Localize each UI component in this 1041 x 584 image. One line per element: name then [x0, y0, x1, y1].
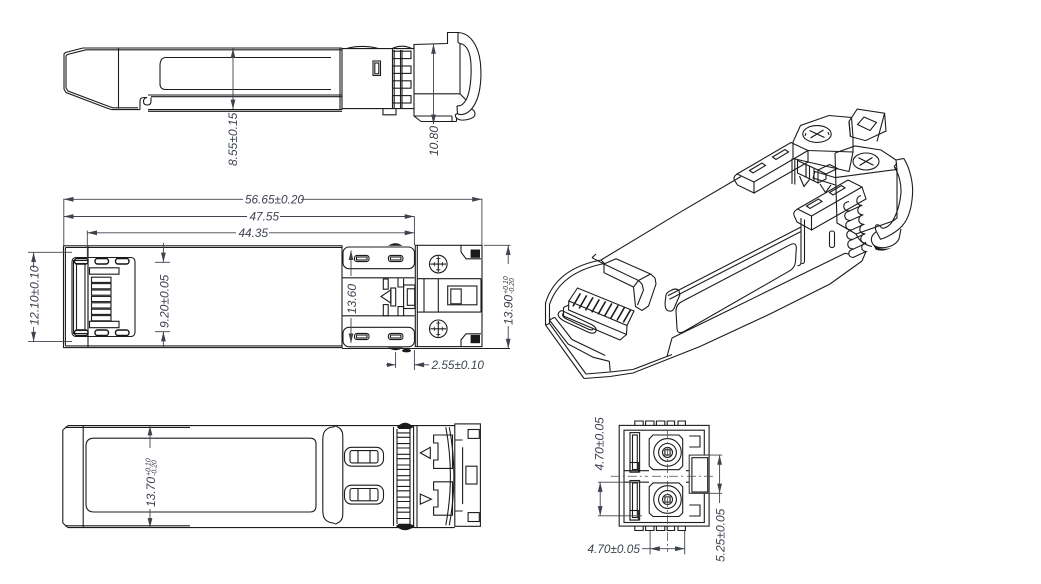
svg-text:4.70±0.05: 4.70±0.05	[588, 542, 641, 556]
svg-text:44.35: 44.35	[239, 226, 269, 240]
svg-text:4.70±0.05: 4.70±0.05	[593, 417, 607, 471]
svg-text:10.80: 10.80	[427, 126, 441, 156]
svg-text:13.60: 13.60	[345, 284, 359, 314]
svg-text:13.70: 13.70	[144, 477, 158, 507]
svg-text:9.20±0.05: 9.20±0.05	[158, 274, 172, 328]
svg-text:+0.10: +0.10	[503, 276, 510, 294]
svg-text:8.55±0.15: 8.55±0.15	[226, 112, 240, 166]
svg-text:5.25±0.05: 5.25±0.05	[714, 508, 728, 562]
svg-text:-0.20: -0.20	[509, 278, 516, 294]
svg-text:-0.20: -0.20	[152, 460, 159, 476]
svg-text:12.10±0.10: 12.10±0.10	[28, 265, 42, 325]
svg-text:2.55±0.10: 2.55±0.10	[431, 358, 485, 372]
svg-text:13.90: 13.90	[502, 295, 516, 325]
svg-text:56.65±0.20: 56.65±0.20	[245, 192, 304, 206]
svg-text:47.55: 47.55	[250, 210, 280, 224]
svg-text:+0.10: +0.10	[146, 458, 153, 476]
